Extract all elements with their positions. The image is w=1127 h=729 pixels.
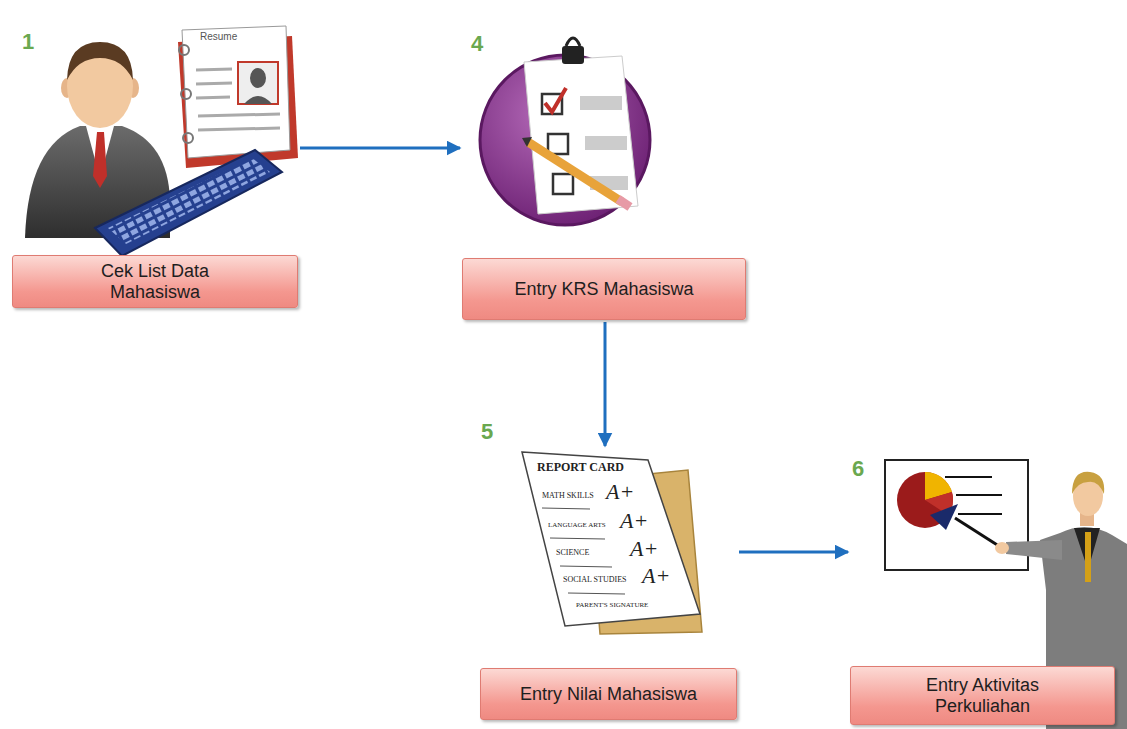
process-step: Entry Nilai Mahasiswa <box>480 448 737 720</box>
process-box: Entry Nilai Mahasiswa <box>480 668 737 720</box>
card-footer: PARENT'S SIGNATURE <box>576 602 648 609</box>
card-grade: A+ <box>630 537 658 560</box>
step-label: Entry Nilai Mahasiswa <box>520 684 697 705</box>
process-box: Cek List Data Mahasiswa <box>12 255 298 308</box>
card-grade: A+ <box>620 509 648 532</box>
flow-arrow <box>739 551 848 554</box>
checklist-icon <box>480 38 650 225</box>
process-box: Entry KRS Mahasiswa <box>462 258 746 320</box>
report-card-icon <box>522 452 702 634</box>
process-step: Entry Aktivitas Perkuliahan <box>850 445 1115 725</box>
resume-book <box>178 26 298 168</box>
process-step: Entry KRS Mahasiswa <box>462 10 746 320</box>
step-label: Entry Aktivitas Perkuliahan <box>903 675 1063 717</box>
process-box: Entry Aktivitas Perkuliahan <box>850 666 1115 725</box>
card-subject: MATH SKILLS <box>542 492 594 500</box>
flow-arrow <box>604 322 607 446</box>
callout-number: 6 <box>852 457 864 480</box>
process-step: Cek List Data Mahasiswa <box>12 0 298 308</box>
step-label: Entry KRS Mahasiswa <box>514 279 693 300</box>
step-label: Cek List Data Mahasiswa <box>60 261 250 303</box>
callout-number: 4 <box>471 32 483 55</box>
card-grade: A+ <box>642 564 670 587</box>
callout-number: 5 <box>481 420 493 443</box>
card-subject: LANGUAGE ARTS <box>548 522 606 529</box>
flow-arrow <box>300 147 460 150</box>
card-subject: SOCIAL STUDIES <box>563 576 626 584</box>
keyboard <box>95 150 282 256</box>
callout-number: 1 <box>22 30 34 53</box>
card-grade: A+ <box>606 480 634 503</box>
book-title: Resume <box>200 32 237 43</box>
card-subject: SCIENCE <box>556 549 589 557</box>
card-heading: REPORT CARD <box>537 461 624 474</box>
